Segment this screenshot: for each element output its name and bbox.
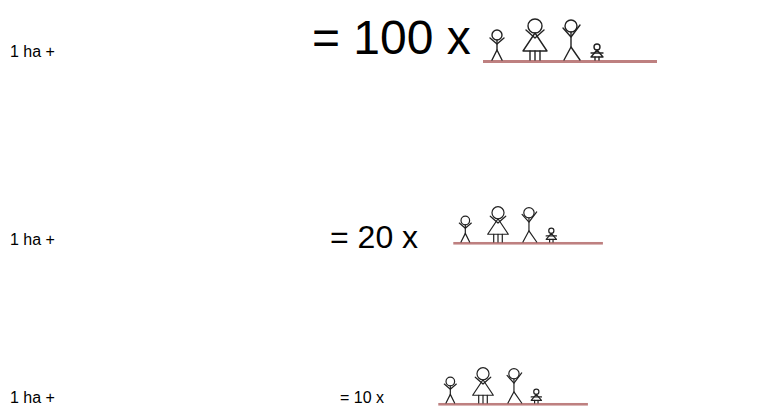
family-figure <box>483 19 657 63</box>
equation-text: = 20 x <box>330 221 418 253</box>
area-label: 1 ha + <box>10 390 55 406</box>
family-figure <box>438 368 588 406</box>
area-label: 1 ha + <box>10 44 55 60</box>
area-label: 1 ha + <box>10 232 55 248</box>
equation-text: = 100 x <box>312 14 471 62</box>
family-figure <box>453 207 603 245</box>
equation-text: = 10 x <box>340 390 384 406</box>
